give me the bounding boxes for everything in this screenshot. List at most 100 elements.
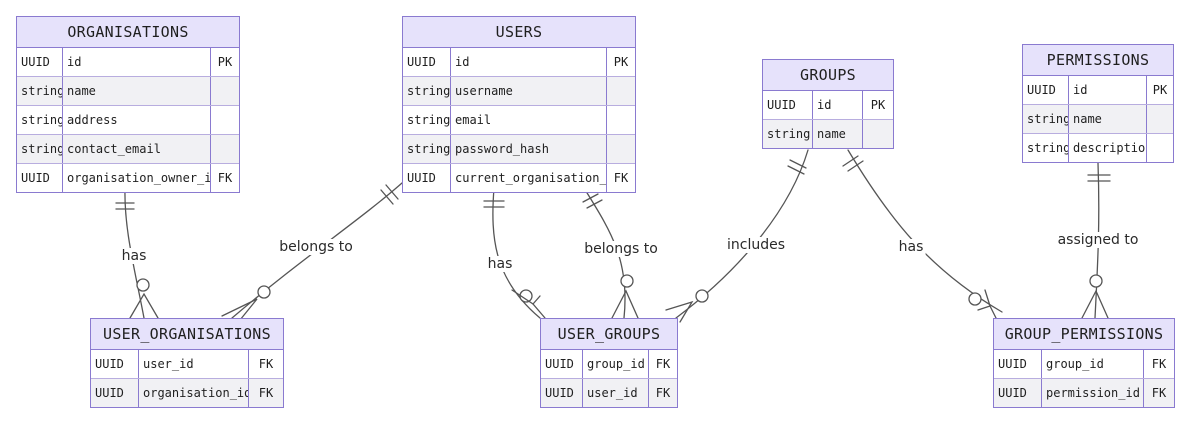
field-name: username [451,77,607,105]
field-type: string [1023,105,1069,133]
field-type: string [17,106,63,134]
entity-title: USER_ORGANISATIONS [91,319,283,350]
relationship-label: includes [724,237,788,253]
field-name: id [813,91,863,119]
relationship-label: assigned to [1055,232,1141,248]
relationship-label: has [896,239,926,255]
field-name: organisation_owner_id [63,164,211,192]
field-key: PK [870,98,886,112]
field-name: current_organisation_ic [451,164,607,192]
entity-title: USER_GROUPS [541,319,677,350]
field-name: name [63,77,211,105]
relationship-label: belongs to [582,241,660,257]
field-name: email [451,106,607,134]
field-type: string [763,120,813,148]
field-type: UUID [17,48,63,76]
field-name: user_id [139,350,249,378]
field-type: string [403,77,451,105]
field-key [863,120,893,148]
relationship-label: belongs to [277,239,355,255]
field-name: id [451,48,607,76]
field-key: FK [1151,386,1167,400]
field-key: FK [613,171,629,185]
field-key: FK [655,357,671,371]
field-name: name [1069,105,1147,133]
entity-title: GROUPS [763,60,893,91]
field-name: name [813,120,863,148]
field-key: PK [1152,83,1168,97]
field-name: user_id [583,379,649,407]
field-type: UUID [994,350,1042,378]
field-type: UUID [994,379,1042,407]
edge-users-has [483,187,546,319]
entity-title: ORGANISATIONS [17,17,239,48]
edge-uo-belongs [221,182,403,321]
field-type: UUID [403,48,451,76]
field-type: string [403,135,451,163]
field-key: FK [258,357,274,371]
field-key [1147,134,1173,162]
field-key [607,106,635,134]
field-type: UUID [17,164,63,192]
field-key [211,106,239,134]
field-key [1147,105,1173,133]
field-name: description [1069,134,1147,162]
field-key [211,77,239,105]
relationship-label: has [485,256,515,272]
edge-groups-has [842,149,1003,323]
field-name: permission_id [1042,379,1144,407]
field-key [211,135,239,163]
field-name: address [63,106,211,134]
field-key [607,135,635,163]
field-type: string [17,135,63,163]
field-key: FK [217,171,233,185]
field-key: FK [258,386,274,400]
field-type: UUID [541,379,583,407]
edge-groups-includes [665,149,809,323]
field-type: string [17,77,63,105]
field-name: group_id [1042,350,1144,378]
field-key: FK [1151,357,1167,371]
field-type: UUID [91,379,139,407]
field-type: UUID [91,350,139,378]
field-key [607,77,635,105]
field-type: string [1023,134,1069,162]
field-key: PK [217,55,233,69]
field-name: group_id [583,350,649,378]
field-type: string [403,106,451,134]
relationship-label: has [119,248,149,264]
field-name: id [63,48,211,76]
entity-title: PERMISSIONS [1023,45,1173,76]
edge-ug-belongs [582,187,639,319]
field-type: UUID [403,164,451,192]
